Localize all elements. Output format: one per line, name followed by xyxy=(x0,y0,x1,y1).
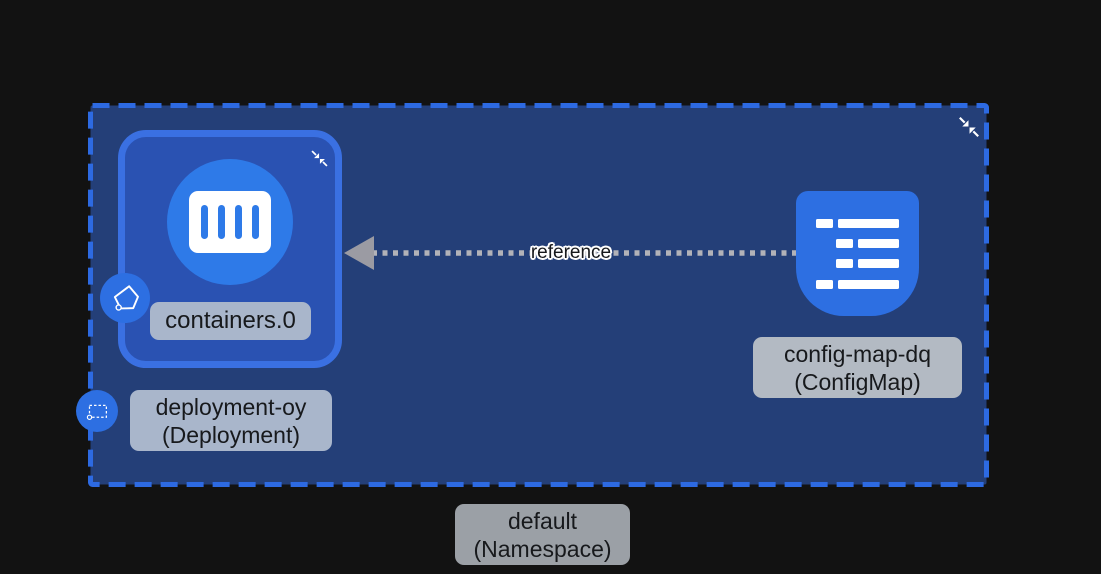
namespace-collapse-icon[interactable] xyxy=(956,114,982,140)
deployment-dashed-rect-icon xyxy=(86,404,107,420)
reference-edge-label[interactable]: reference xyxy=(530,242,612,263)
pod-pentagon-icon xyxy=(113,285,139,311)
pod-badge[interactable] xyxy=(100,273,150,323)
configmap-node[interactable] xyxy=(796,191,919,316)
deployment-collapse-icon[interactable] xyxy=(309,148,330,169)
configmap-name: config-map-dq xyxy=(783,340,932,367)
configmap-label[interactable]: config-map-dq (ConfigMap) xyxy=(753,337,962,398)
configmap-kind: (ConfigMap) xyxy=(794,368,921,395)
container-label-text: containers.0 xyxy=(165,307,296,334)
deployment-name: deployment-oy xyxy=(155,393,307,420)
reference-edge-arrowhead xyxy=(344,236,374,270)
container-node[interactable] xyxy=(167,159,293,285)
deployment-label[interactable]: deployment-oy (Deployment) xyxy=(130,390,332,451)
container-label[interactable]: containers.0 xyxy=(150,302,311,340)
container-icon xyxy=(189,191,271,253)
namespace-label[interactable]: default (Namespace) xyxy=(455,504,630,565)
deployment-kind: (Deployment) xyxy=(161,421,301,448)
namespace-kind: (Namespace) xyxy=(473,535,612,562)
deployment-badge[interactable] xyxy=(76,390,118,432)
namespace-name: default xyxy=(507,507,578,534)
